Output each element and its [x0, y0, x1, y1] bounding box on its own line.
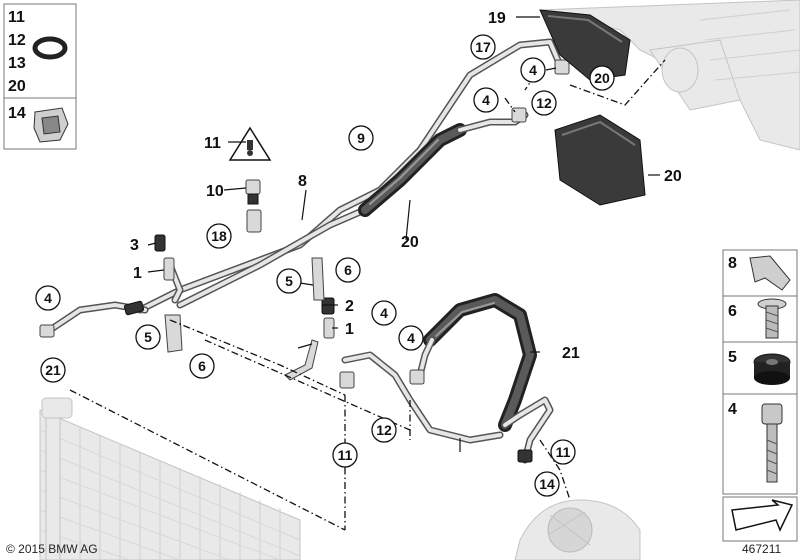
svg-text:11: 11	[556, 444, 571, 460]
legend-right-label-4: 4	[728, 401, 737, 418]
callout-1-right: 1	[345, 321, 354, 338]
callout-9: 10	[206, 183, 224, 200]
callout-1-left: 1	[133, 265, 142, 282]
bracket-upper-part	[311, 257, 325, 301]
legend-label-14: 14	[8, 105, 26, 122]
cap-3-part	[154, 234, 175, 281]
callout-4-left: 4	[35, 285, 61, 311]
screw-icon	[757, 298, 787, 339]
callout-17: 20	[401, 234, 419, 251]
svg-text:4: 4	[482, 92, 490, 108]
callout-12-lower: 12	[371, 417, 397, 443]
seal-plate-15-part	[539, 9, 631, 81]
callout-15: 19	[488, 10, 506, 27]
fitting-13-part	[517, 449, 533, 463]
callout-labels: 19 20 11 10 8 3 1 20 2 1 21	[130, 10, 682, 362]
legend-right-label-8: 8	[728, 255, 737, 272]
o-ring-icon	[32, 36, 68, 60]
callout-20-left: 21	[40, 357, 66, 383]
callout-18: 21	[562, 345, 580, 362]
callout-13: 14	[534, 471, 560, 497]
legend-right-label-6: 6	[728, 303, 737, 320]
bolt-icon	[761, 403, 783, 483]
leader-lines	[147, 16, 660, 452]
condenser-illustration	[39, 397, 301, 560]
callout-4-right: 4	[398, 325, 424, 351]
bracket-21-part	[284, 339, 319, 381]
legend-label-11: 11	[8, 9, 25, 26]
callout-14-left: 18	[206, 223, 232, 249]
figure-number: 467211	[742, 542, 781, 556]
assignment-dash-lines	[69, 59, 666, 531]
hose-17	[358, 123, 467, 217]
callout-11-left: 11	[332, 442, 358, 468]
svg-text:20: 20	[594, 70, 610, 86]
svg-text:5: 5	[144, 329, 152, 345]
svg-text:4: 4	[407, 330, 415, 346]
bracket-lower-part	[164, 314, 183, 353]
hose-18	[423, 293, 537, 432]
pipe-line-18-ends	[416, 336, 554, 464]
callout-2: 2	[345, 298, 354, 315]
pipe-clip-icon	[33, 107, 69, 143]
svg-text:12: 12	[376, 422, 392, 438]
callout-20-top: 20	[589, 65, 615, 91]
callout-4-top: 4	[520, 57, 546, 83]
svg-text:6: 6	[198, 358, 206, 374]
fitting-4-parts	[39, 59, 570, 389]
svg-text:4: 4	[44, 290, 52, 306]
seal-plate-16-part	[554, 114, 646, 206]
warning-triangle-icon	[228, 126, 272, 161]
callout-4-center: 4	[371, 300, 397, 326]
svg-text:4: 4	[380, 305, 388, 321]
legend-label-13: 13	[8, 55, 26, 72]
cap-2-part	[321, 297, 335, 339]
svg-text:6: 6	[344, 262, 352, 278]
clip-icon	[749, 255, 791, 291]
pipe-suction-upper	[136, 38, 564, 314]
callout-14-top: 17	[470, 34, 496, 60]
callout-11-right: 11	[550, 439, 576, 465]
legend-right-fasteners: 8 6 5 4	[722, 249, 798, 542]
svg-text:4: 4	[529, 62, 537, 78]
pipe-condenser-line	[46, 261, 184, 334]
callout-4-mid: 4	[473, 87, 499, 113]
pipe-line-7	[176, 208, 364, 309]
legend-label-20: 20	[8, 78, 26, 95]
callout-5-upper: 5	[276, 268, 302, 294]
callout-6-upper: 6	[335, 257, 361, 283]
circled-callouts: 17 4 20 4 12 9 18 5 6 4 5 6 4 4 21 12 11…	[35, 34, 615, 497]
compressor-illustration	[514, 499, 641, 560]
svg-text:21: 21	[45, 362, 61, 378]
svg-text:9: 9	[357, 130, 365, 146]
svg-text:12: 12	[536, 95, 552, 111]
legend-left-seals: 11 12 13 20 14	[3, 3, 77, 150]
svg-text:11: 11	[338, 447, 353, 463]
pressure-switch-part	[245, 179, 262, 233]
legend-right-label-5: 5	[728, 349, 737, 366]
legend-label-12: 12	[8, 32, 26, 49]
callout-5-lower: 5	[135, 324, 161, 350]
callout-3: 3	[130, 237, 139, 254]
callout-10: 11	[204, 135, 221, 152]
copyright-text: © 2015 BMW AG	[6, 542, 98, 556]
svg-text:14: 14	[539, 476, 555, 492]
svg-text:5: 5	[285, 273, 293, 289]
callout-12-top: 12	[531, 90, 557, 116]
callout-6-lower: 6	[189, 353, 215, 379]
front-direction-arrow-icon	[731, 499, 794, 532]
svg-text:17: 17	[475, 39, 491, 55]
callout-8: 9	[348, 125, 374, 151]
callout-7: 8	[298, 173, 307, 190]
callout-16: 20	[664, 168, 682, 185]
svg-text:18: 18	[211, 228, 227, 244]
grommet-icon	[753, 353, 791, 385]
